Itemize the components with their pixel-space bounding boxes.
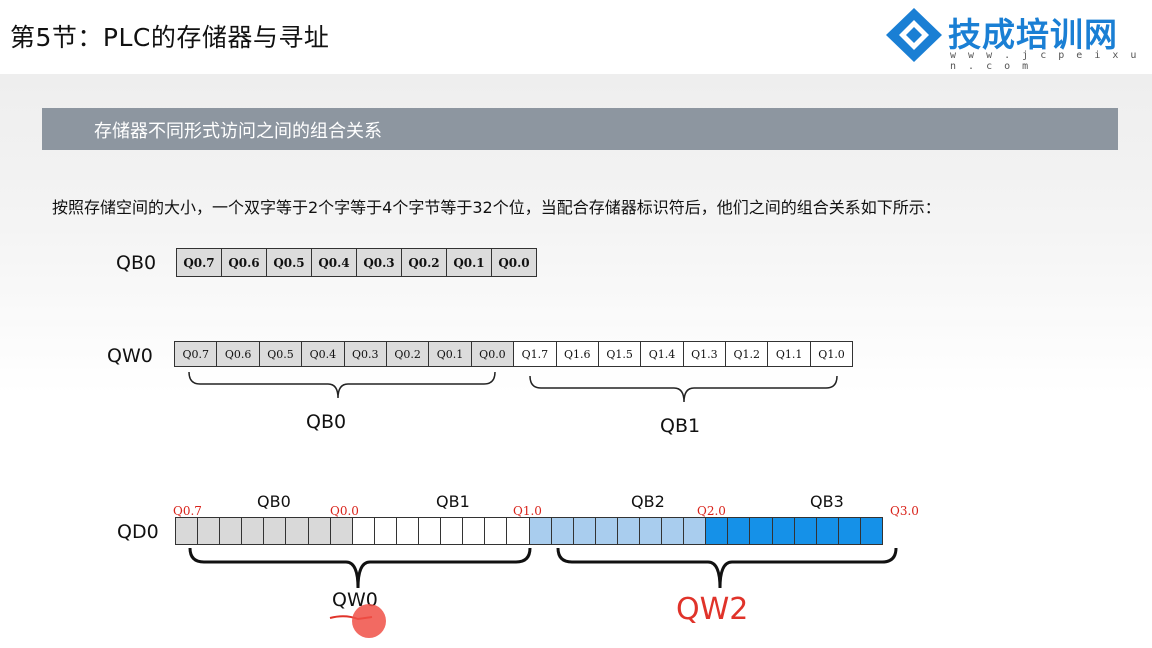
qd0-row-label: QD0: [117, 521, 159, 543]
section-bar: 存储器不同形式访问之间的组合关系: [42, 108, 1118, 150]
bit-cell: Q1.5: [597, 341, 642, 367]
bit-cell: Q0.6: [221, 248, 267, 277]
brand-logo: 技成培训网 w w w . j c p e i x u n . c o m: [884, 6, 1146, 72]
bit-cell: Q0.7: [174, 341, 218, 367]
section-title: 存储器不同形式访问之间的组合关系: [94, 121, 382, 142]
qd0-bit-marker: Q1.0: [513, 504, 542, 518]
slide-title: 第5节：PLC的存储器与寻址: [10, 23, 330, 52]
bit-cell: Q0.5: [258, 341, 303, 367]
qd0-byte-label-qb3: QB3: [810, 492, 844, 511]
bit-cell: Q0.0: [491, 248, 537, 277]
qd0-bit-marker: Q2.0: [697, 504, 726, 518]
qd0-byte-label-qb0: QB0: [257, 492, 291, 511]
qd0-byte-label-qb1: QB1: [436, 492, 470, 511]
qd0-bit-marker: Q3.0: [890, 504, 919, 518]
diamond-logo-icon: [886, 8, 942, 62]
qd0-bit-marker: Q0.7: [173, 504, 202, 518]
bit-cell: Q1.0: [809, 341, 854, 367]
qd0-bit-cells: [175, 517, 883, 545]
bit-cell: Q0.1: [428, 341, 472, 367]
bit-cell: Q1.2: [725, 341, 769, 367]
bit-cell: Q0.1: [446, 248, 492, 277]
brace-qw0: [188, 547, 532, 589]
brace-qw2: [556, 547, 898, 589]
slide-header: 第5节：PLC的存储器与寻址 技成培训网 w w w . j c p e i x…: [0, 0, 1152, 74]
bit-cell: Q0.3: [356, 248, 402, 277]
qw0-brace-label-qb1: QB1: [660, 415, 701, 437]
qd0-byte-label-qb2: QB2: [631, 492, 665, 511]
bit-cell: Q0.5: [266, 248, 312, 277]
bit-cell: Q0.4: [301, 341, 345, 367]
bit-cell: Q0.4: [311, 248, 357, 277]
qd0-bit-marker: Q0.0: [330, 504, 359, 518]
qw0-row-label: QW0: [107, 345, 153, 367]
qb0-row-label: QB0: [116, 252, 157, 274]
bit-cell: Q1.3: [682, 341, 727, 367]
bit-cell: Q1.1: [767, 341, 811, 367]
brand-name: 技成培训网: [948, 15, 1118, 54]
bit-cell: Q1.6: [555, 341, 599, 367]
laser-pointer: [352, 604, 386, 638]
qw0-brace-label-qb0: QB0: [306, 411, 347, 433]
bit-cell: Q0.7: [176, 248, 222, 277]
bit-cell: Q0.0: [470, 341, 515, 367]
brace-qb1: [529, 375, 838, 403]
bit-cell: Q0.2: [401, 248, 447, 277]
brace-qb0: [188, 371, 496, 399]
bit-cell: Q0.6: [216, 341, 260, 367]
intro-text: 按照存储空间的大小，一个双字等于2个字等于4个字节等于32个位，当配合存储器标识…: [52, 198, 941, 217]
brand-url: w w w . j c p e i x u n . c o m: [950, 50, 1140, 72]
bit-cell: Q1.4: [640, 341, 684, 367]
bit-cell: [859, 517, 883, 545]
handwritten-note: QW2: [676, 592, 749, 627]
